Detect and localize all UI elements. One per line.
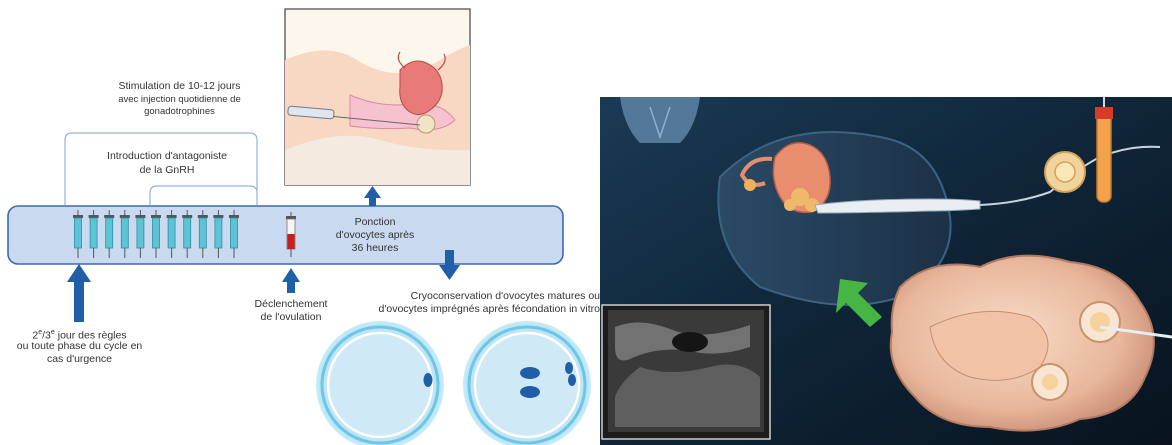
uterus-puncture-illustration	[285, 9, 470, 185]
cycle-start-up-arrow	[67, 264, 91, 322]
stimulation-subtitle-2: gonadotrophines	[92, 106, 267, 118]
mature-oocyte-cell	[316, 321, 444, 445]
puncture-label-2: d'ovocytes après	[325, 229, 425, 242]
test-tube	[1097, 112, 1111, 202]
cycle-day-label-2: ou toute phase du cycle en	[12, 340, 147, 353]
cryo-label-1: Cryoconservation d'ovocytes matures ou	[360, 290, 600, 303]
antagonist-label-1: Introduction d'antagoniste	[82, 150, 252, 163]
cycle-day-sup-2: e	[51, 329, 55, 336]
ultrasound-monitor	[602, 305, 770, 439]
puncture-up-arrow	[364, 186, 381, 206]
trigger-up-arrow	[282, 268, 300, 293]
fertilized-oocyte-cell	[463, 321, 591, 445]
ivf-timeline-diagram	[0, 0, 600, 445]
puncture-label-1: Ponction	[325, 216, 425, 229]
ivf-retrieval-illustration	[600, 97, 1172, 445]
trigger-label-2: de l'ovulation	[246, 311, 336, 324]
trigger-label-1: Déclenchement	[246, 298, 336, 311]
antagonist-bracket	[150, 186, 257, 205]
cryo-label-2: d'ovocytes imprégnés après fécondation i…	[340, 303, 600, 316]
cycle-day-label-3: cas d'urgence	[12, 353, 147, 366]
puncture-label-3: 36 heures	[325, 242, 425, 255]
antagonist-label-2: de la GnRH	[82, 164, 252, 177]
stimulation-title: Stimulation de 10-12 jours	[92, 80, 267, 93]
stimulation-subtitle-1: avec injection quotidienne de	[92, 94, 267, 106]
